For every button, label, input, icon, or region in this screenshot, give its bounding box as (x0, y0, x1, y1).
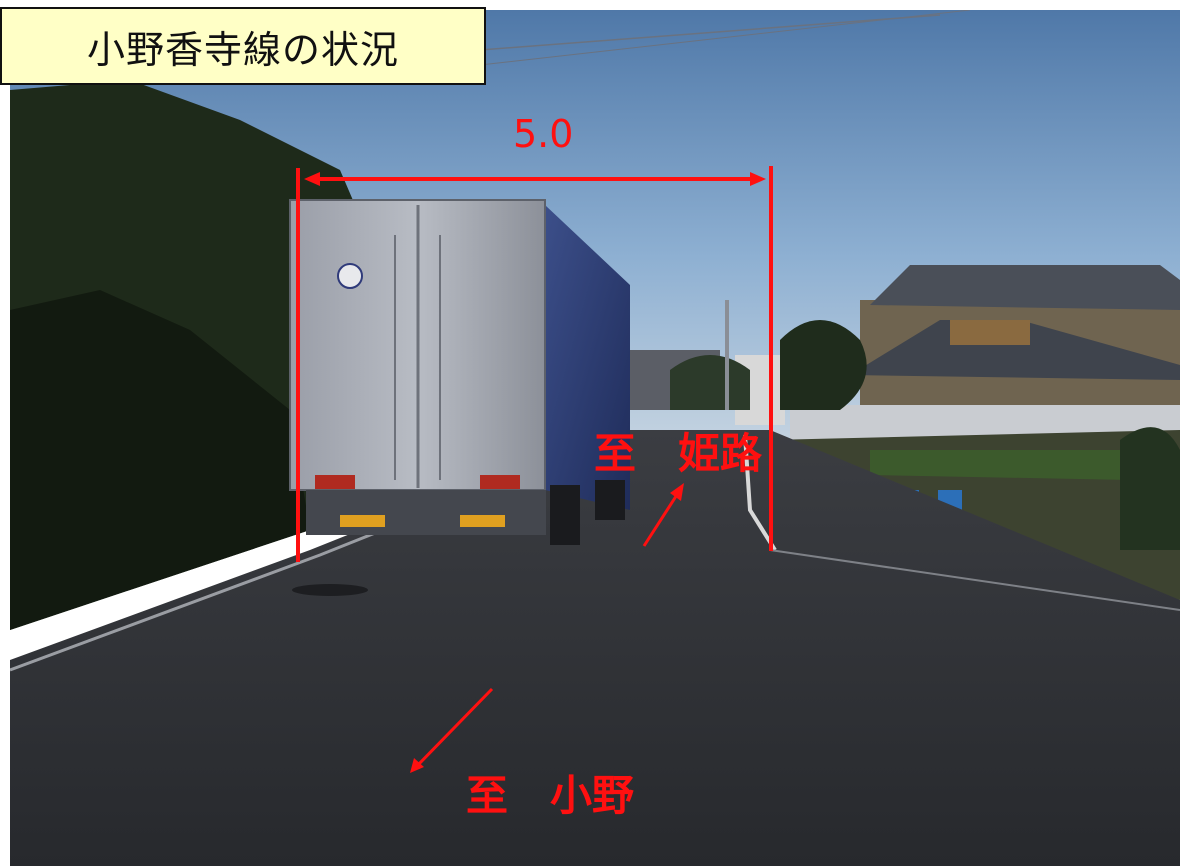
arrow-to-himeji (642, 489, 682, 547)
truck-reflector (460, 515, 505, 527)
truck-wheel (550, 485, 580, 545)
width-arrowhead-right (750, 172, 766, 186)
arrow-to-ono (414, 687, 494, 769)
utility-pole (725, 300, 729, 410)
road (10, 430, 1180, 866)
road-edge (769, 549, 1180, 611)
house-window (950, 320, 1030, 345)
house-roof (870, 265, 1180, 310)
truck-wheel (595, 480, 625, 520)
vegetable-rows (870, 450, 1130, 480)
direction-label-ono: 至 小野 (466, 771, 635, 820)
road-width-label: 5.0 (513, 112, 574, 156)
manhole (292, 584, 368, 596)
width-arrowhead-left (304, 172, 320, 186)
road-edge-line (743, 434, 777, 552)
tree-right (780, 320, 867, 410)
truck-logo-emblem (337, 263, 363, 289)
truck-tail-light (315, 475, 355, 489)
truck-bumper (306, 490, 546, 535)
power-line (479, 14, 941, 51)
trees-left-shadow (10, 290, 310, 630)
road-photo-illustration (10, 10, 1180, 866)
truck-tail-light (480, 475, 520, 489)
house-lower-roof (850, 320, 1180, 380)
truck-tarp (545, 205, 630, 510)
distant-trees (670, 355, 750, 410)
power-line (479, 10, 971, 66)
truck-reflector (340, 515, 385, 527)
arrow-to-ono-head (410, 758, 424, 773)
shrub (1120, 427, 1180, 550)
slide-title: 小野香寺線の状況 (0, 7, 486, 85)
direction-label-himeji: 至 姫路 (594, 429, 763, 478)
truck (289, 199, 630, 545)
road-photo (10, 10, 1180, 866)
arrow-to-himeji-head (670, 483, 684, 501)
